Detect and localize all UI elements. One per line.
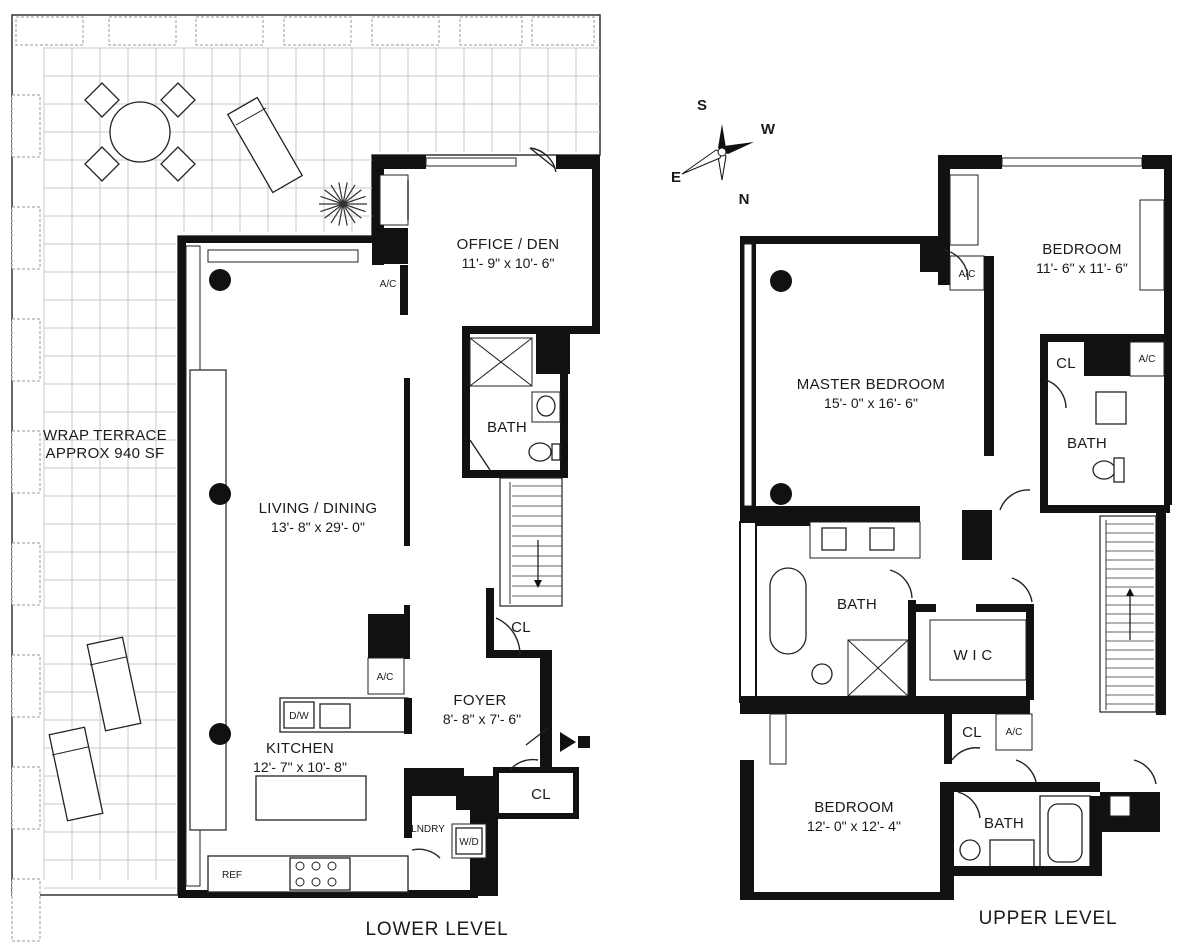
lounge-chair [226,96,304,194]
room-name-cl: CL [511,619,531,636]
upper-level-walls [739,155,1172,900]
level-label-lower: LOWER LEVEL [366,919,509,940]
room-name-bath: BATH [1067,435,1107,452]
room-name-foyer: FOYER [453,692,506,709]
compass-e: E [671,169,681,186]
ac-label: A/C [1139,354,1156,365]
ac-label: A/C [959,269,976,280]
compass-s: S [697,97,707,114]
room-dims-bedroom: 11'- 6" x 11'- 6" [1036,260,1128,276]
compass: S W E N [671,97,776,208]
lounge-chair [48,726,104,822]
room-dims-kitchen: 12'- 7" x 10'- 8" [253,759,347,775]
room-dims-bedroom: 12'- 0" x 12'- 4" [807,818,901,834]
room-dims-living: 13'- 8" x 29'- 0" [271,519,365,535]
lower-level-labels: OFFICE / DEN 11'- 9" x 10'- 6" LIVING / … [222,236,559,940]
dishwasher-label: D/W [289,711,309,722]
washer-dryer-label: W/D [459,837,478,848]
terrace-table [84,82,196,182]
laundry-label: LNDRY [411,824,445,835]
room-name-cl: CL [531,786,551,803]
refrigerator-label: REF [222,870,242,881]
room-name-wic: W I C [954,647,993,664]
room-name-living: LIVING / DINING [259,500,378,517]
room-name-bedroom: BEDROOM [1042,241,1122,258]
lounge-chair [86,636,142,732]
room-name-master-bath: BATH [837,596,877,613]
ac-label: A/C [1006,727,1023,738]
upper-level-labels: BEDROOM 11'- 6" x 11'- 6" MASTER BEDROOM… [797,241,1156,929]
level-label-upper: UPPER LEVEL [979,908,1118,929]
room-name-bedroom: BEDROOM [814,799,894,816]
room-dims-master-bedroom: 15'- 0" x 16'- 6" [824,395,918,411]
terrace-name: WRAP TERRACE [43,427,167,444]
room-name-master-bedroom: MASTER BEDROOM [797,376,945,393]
room-name-office: OFFICE / DEN [457,236,560,253]
plant [319,182,367,226]
terrace: WRAP TERRACE APPROX 940 SF [11,14,601,942]
terrace-area: APPROX 940 SF [46,445,165,462]
room-name-cl: CL [962,724,982,741]
room-dims-office: 11'- 9" x 10'- 6" [462,255,555,271]
room-name-bath: BATH [487,419,527,436]
room-name-bath: BATH [984,815,1024,832]
columns [209,269,792,745]
compass-w: W [761,121,776,138]
ac-label: A/C [380,279,397,290]
lower-level-walls [178,147,600,898]
compass-n: N [739,191,750,208]
room-name-cl: CL [1056,355,1076,372]
ac-label: A/C [377,672,394,683]
room-dims-foyer: 8'- 8" x 7'- 6" [443,711,521,727]
room-name-kitchen: KITCHEN [266,740,334,757]
